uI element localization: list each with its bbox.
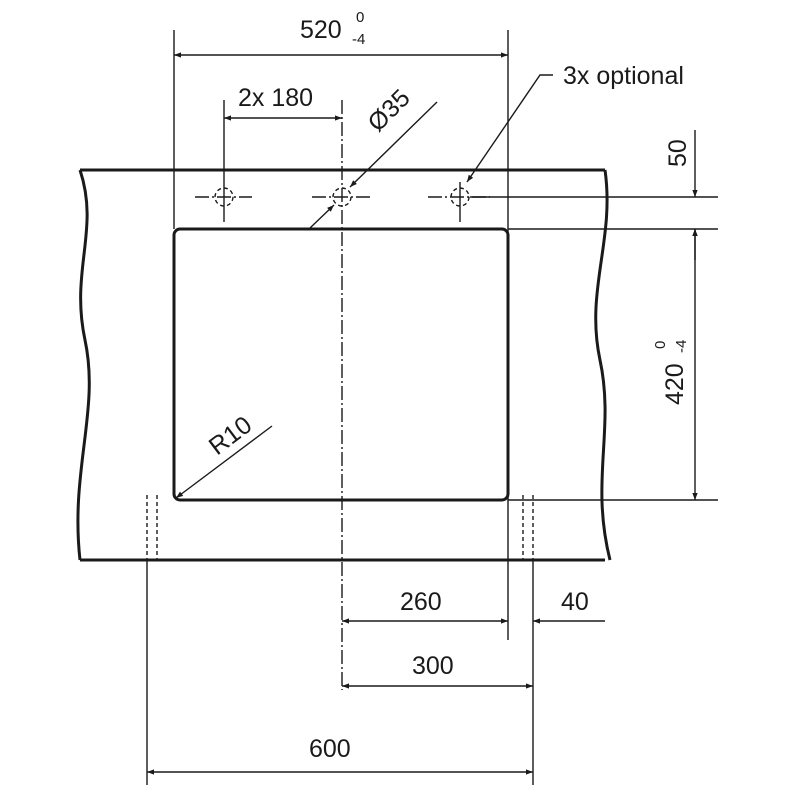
dim-420-value: 420 xyxy=(661,363,689,405)
dimension-300: 300 xyxy=(342,652,533,689)
dim-260-value: 260 xyxy=(400,588,442,616)
dim-520-value: 520 xyxy=(300,16,342,44)
dimension-40: 40 xyxy=(533,588,605,624)
dim-600-value: 600 xyxy=(309,735,351,763)
dim-520-tol-upper: 0 xyxy=(356,9,364,26)
sink-cutout xyxy=(172,227,510,502)
dim-40-value: 40 xyxy=(561,588,589,616)
dim-420-tol-upper: 0 xyxy=(652,341,669,349)
dim-corner-radius-value: R10 xyxy=(204,411,257,461)
dimension-hole-diameter: Ø35 xyxy=(309,84,438,229)
dim-50-value: 50 xyxy=(664,139,692,167)
extension-lines xyxy=(146,30,718,785)
dim-hole-spacing-value: 2x 180 xyxy=(238,84,313,112)
dimension-corner-radius: R10 xyxy=(175,411,273,499)
tap-hole-middle xyxy=(332,187,352,207)
dim-300-value: 300 xyxy=(412,652,454,680)
dim-hole-diameter-value: Ø35 xyxy=(362,84,415,137)
cabinet-walls xyxy=(146,495,534,560)
tap-hole-left xyxy=(214,182,234,222)
dim-420-tol-lower: -4 xyxy=(673,340,690,353)
dimension-520: 520 0 -4 xyxy=(174,9,508,58)
countertop-left-break xyxy=(76,169,91,561)
tap-hole-right xyxy=(450,182,470,222)
holes-note-text: 3x optional xyxy=(563,62,684,90)
holes-note: 3x optional xyxy=(466,62,684,183)
dimension-hole-spacing: 2x 180 xyxy=(224,84,342,121)
dimension-420: 420 0 -4 xyxy=(652,229,698,500)
tap-holes xyxy=(214,182,470,222)
dimension-50: 50 xyxy=(664,130,698,260)
dimension-600: 600 xyxy=(147,735,533,775)
dim-520-tol-lower: -4 xyxy=(352,31,365,48)
dimension-260: 260 xyxy=(342,588,508,624)
countertop-right-break xyxy=(594,169,612,561)
